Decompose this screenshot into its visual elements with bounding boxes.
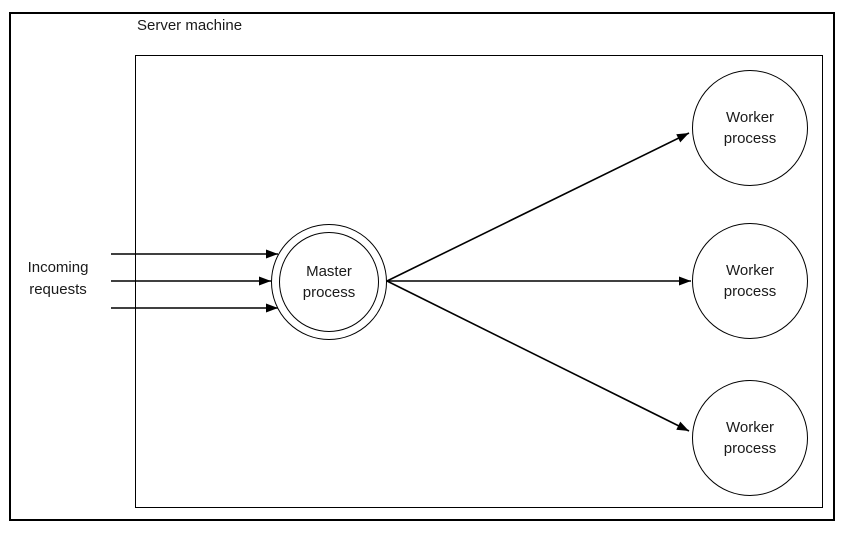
worker-process-node-2: Worker process — [692, 223, 808, 339]
worker-process-label-2: Worker process — [723, 262, 777, 300]
outer-frame — [9, 12, 835, 521]
worker-process-label-3: Worker process — [723, 419, 777, 457]
server-machine-label: Server machine — [137, 17, 243, 34]
master-process-label: Master process — [302, 263, 356, 301]
worker-process-node-3: Worker process — [692, 380, 808, 496]
master-to-worker-arrow-1 — [386, 132, 690, 282]
master-process-node: Master process — [271, 224, 387, 340]
master-to-worker-arrow-3 — [386, 280, 690, 432]
worker-process-label-1: Worker process — [723, 109, 777, 147]
worker-process-node-1: Worker process — [692, 70, 808, 186]
incoming-requests-label: Incoming requests — [27, 259, 89, 298]
master-process-inner-ring: Master process — [279, 232, 379, 332]
